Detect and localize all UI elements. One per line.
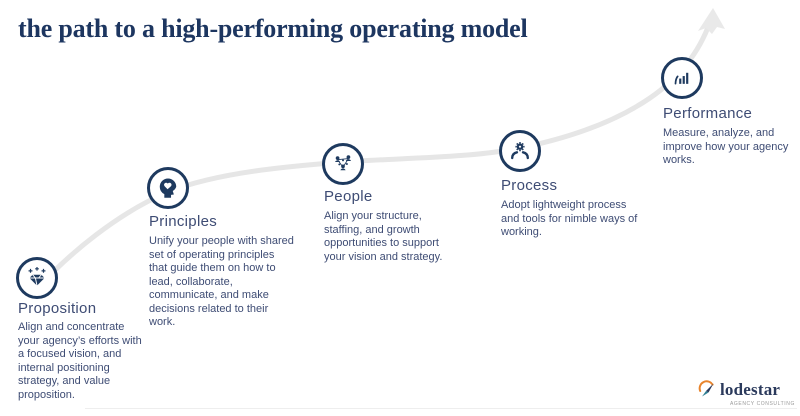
bottom-divider xyxy=(85,408,797,409)
curve-line xyxy=(31,19,713,295)
page-title: the path to a high-performing operating … xyxy=(18,14,528,43)
lodestar-logo: lodestar AGENCY CONSULTING xyxy=(697,380,797,407)
stage-process-circle xyxy=(499,130,541,172)
bar-chart-icon xyxy=(674,72,689,85)
stage-process-title: Process xyxy=(501,177,558,194)
stage-principles-title: Principles xyxy=(149,213,218,230)
stage-proposition-circle xyxy=(16,257,58,299)
stage-principles-description: Unify your people with shared set of ope… xyxy=(149,235,294,328)
mind-heart-icon xyxy=(159,178,177,198)
stage-proposition-title: Proposition xyxy=(18,300,97,317)
stage-people-description: Align your structure, staffing, and grow… xyxy=(324,210,443,263)
hands-gear-icon xyxy=(511,142,529,160)
stage-people-title: People xyxy=(324,188,373,205)
stage-performance-circle xyxy=(661,57,703,99)
stage-performance-title: Performance xyxy=(663,105,753,122)
stage-performance-description: Measure, analyze, and improve how your a… xyxy=(663,127,789,166)
gem-icon xyxy=(28,266,46,286)
stage-people-circle xyxy=(322,143,364,185)
arrowhead-icon xyxy=(698,8,725,34)
stage-principles-circle xyxy=(147,167,189,209)
stage-process-description: Adopt lightweight process and tools for … xyxy=(501,199,638,238)
compass-icon xyxy=(698,380,714,397)
logo-tagline: AGENCY CONSULTING xyxy=(729,401,795,407)
people-network-icon xyxy=(334,155,352,171)
logo-name: lodestar xyxy=(720,380,781,399)
stage-proposition-description: Align and concentrate your agency’s effo… xyxy=(18,321,142,401)
